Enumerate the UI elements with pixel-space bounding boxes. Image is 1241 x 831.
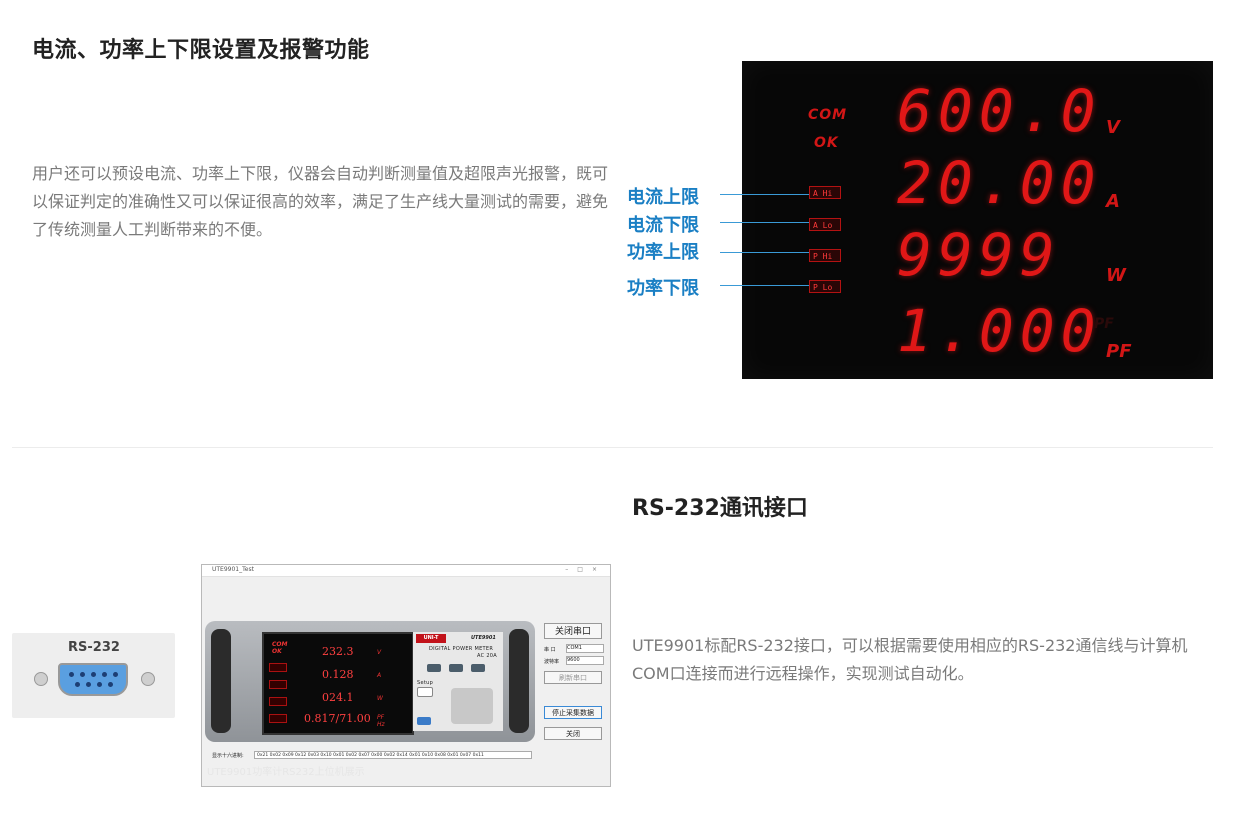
minimize-icon[interactable]: – [565,566,578,573]
pf-unit: PF [1106,341,1132,362]
limit-tag-p-lo: P Lo [809,280,841,293]
port-label: 串 口 [544,647,556,653]
maximize-icon[interactable]: □ [577,566,592,573]
meter-display-panel: COM OK 600.0 20.00 9999 1.000 V A W PF P… [742,61,1213,379]
function-button[interactable] [471,664,485,672]
voltage-unit: V [1106,117,1120,138]
rs232-label: RS-232 [68,640,120,655]
close-icon[interactable]: × [591,566,606,573]
voltage-unit: V [377,649,382,656]
close-button[interactable]: 关闭 [544,727,602,740]
section-heading-limits: 电流、功率上下限设置及报警功能 [32,38,370,63]
screw-icon [34,672,48,686]
device-handle [509,629,529,733]
voltage-reading: 600.0 [897,77,1102,145]
brand-logo: UNI-T [416,634,446,643]
callout-power-upper: 功率上限 [627,242,699,263]
limit-tag-a-hi: A Hi [809,186,841,199]
setup-label: Setup [417,680,434,686]
meter-front-panel: UNI-T UTE9901 DIGITAL POWER METER AC 20A… [413,632,503,731]
callout-line [720,285,809,286]
section-description-limits: 用户还可以预设电流、功率上下限，仪器会自动判断测量值及超限声光报警，既可以保证判… [32,164,609,239]
stop-collect-button[interactable]: 停止采集数据 [544,706,602,719]
callout-line [720,194,809,195]
ok-indicator: OK [814,135,839,151]
limit-tag-a-lo: A Lo [809,218,841,231]
power-unit: W [377,695,383,702]
pf-freq-unit: PF Hz [377,714,385,728]
image-caption: UTE9901功率计RS232上位机展示 [207,767,365,778]
close-port-button[interactable]: 关闭串口 [544,623,602,639]
callout-line [720,252,809,253]
function-button[interactable] [427,664,441,672]
com-indicator: COM [808,107,848,123]
enter-button[interactable] [417,717,431,725]
limit-tag-p-hi: P Hi [809,249,841,262]
current-unit: A [1106,191,1120,212]
pf-freq-value: 0.817/71.00 [304,712,371,725]
callout-current-lower: 电流下限 [627,215,699,236]
section-divider [12,447,1213,448]
current-reading: 20.00 [897,149,1102,217]
hex-display-label: 显示十六进制: [212,753,244,759]
virtual-meter-screen: COM OK 232.3 V 0.128 A 024.1 W 0.817/71.… [262,632,414,735]
model-label: UTE9901 [471,635,496,641]
limit-tag [269,680,287,689]
hex-display-field[interactable]: 0x21 0x02 0x09 0x12 0x03 0x10 0x01 0x02 … [254,751,532,759]
port-select[interactable]: COM1 [566,644,604,653]
callout-current-upper: 电流上限 [627,187,699,208]
window-titlebar: UTE9901_Test –□× [202,565,610,577]
product-label: DIGITAL POWER METER [429,646,494,652]
window-title: UTE9901_Test [212,566,254,573]
screw-icon [141,672,155,686]
callout-power-lower: 功率下限 [627,278,699,299]
pf-ghost-unit: PF [1094,316,1114,332]
window-controls[interactable]: –□× [565,566,606,573]
current-value: 0.128 [322,668,354,681]
rs232-connector-photo: RS-232 [12,633,175,718]
current-unit: A [377,672,382,679]
baud-select[interactable]: 9600 [566,656,604,665]
baud-label: 波特率 [544,659,560,665]
rating-label: AC 20A [477,653,497,659]
power-value: 024.1 [322,691,354,704]
refresh-port-button[interactable]: 刷新串口 [544,671,602,684]
function-button[interactable] [449,664,463,672]
section-description-rs232: UTE9901标配RS-232接口，可以根据需要使用相应的RS-232通信线与计… [632,636,1188,683]
com-indicator: COM [272,641,288,648]
setup-button[interactable] [417,687,433,697]
db9-port-icon [58,663,128,696]
meter-illustration: COM OK 232.3 V 0.128 A 024.1 W 0.817/71.… [205,621,535,742]
limit-tag [269,714,287,723]
power-reading: 9999 [897,221,1061,289]
voltage-value: 232.3 [322,645,354,658]
limit-tag [269,697,287,706]
device-handle [211,629,231,733]
section-heading-rs232: RS-232通讯接口 [632,496,808,521]
power-unit: W [1106,265,1126,286]
navigation-pad-icon[interactable] [451,688,493,724]
limit-tag [269,663,287,672]
ok-indicator: OK [272,648,282,655]
software-window: UTE9901_Test –□× COM OK 232.3 V 0.128 A … [201,564,611,787]
callout-line [720,222,809,223]
pf-reading: 1.000 [897,297,1102,365]
